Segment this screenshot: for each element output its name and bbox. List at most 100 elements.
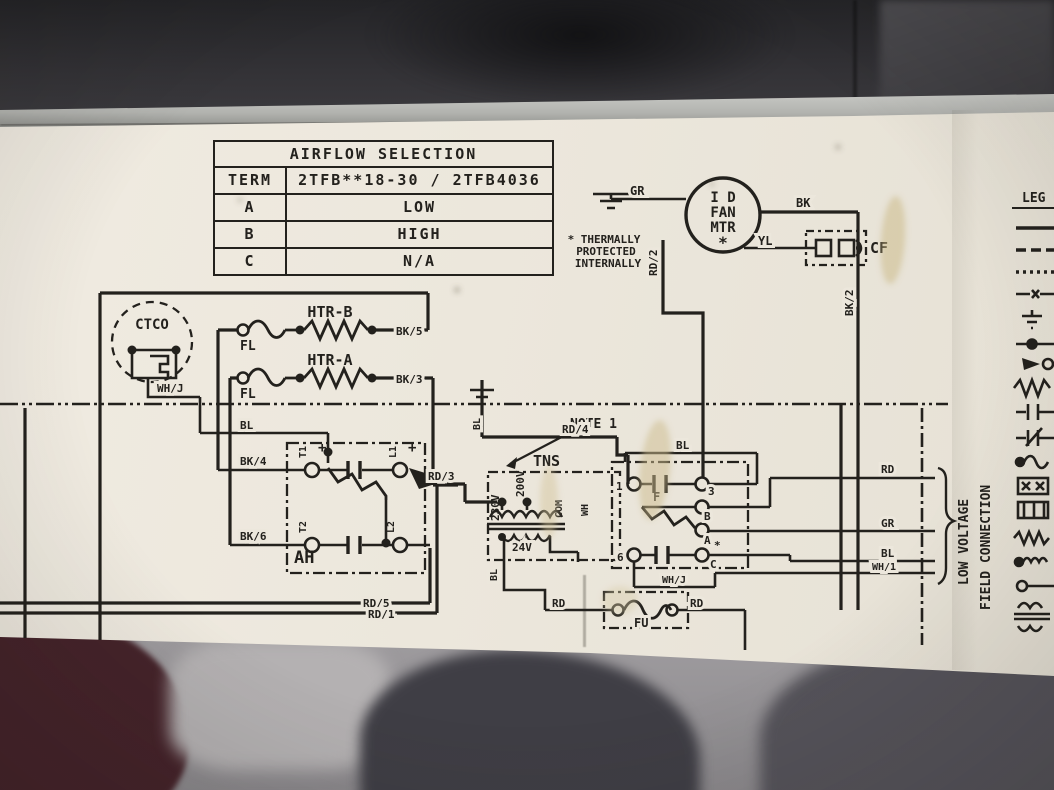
contactor-coil — [326, 467, 388, 500]
t2-label: T2 — [298, 521, 309, 533]
thermal-note-2: PROTECTED — [576, 245, 636, 258]
relay-star: * — [714, 539, 721, 552]
dash-dot-boundaries — [0, 402, 948, 645]
table-cell-term: TERM — [215, 168, 287, 193]
table-cell-term: B — [215, 222, 287, 247]
power-wires — [0, 210, 862, 640]
id-fan-motor-circle — [684, 176, 762, 254]
wire-label-bl-tns: BL — [472, 418, 483, 430]
wire-label-bl-mid: BL — [676, 439, 690, 452]
table-cell-speed: LOW — [402, 198, 437, 216]
airflow-table-title: AIRFLOW SELECTION — [289, 145, 478, 163]
l2-label: L2 — [386, 521, 397, 533]
wire-label-bk: BK — [796, 196, 811, 210]
concrete-floor — [170, 640, 390, 770]
tns-com: COM — [554, 500, 565, 518]
relay-terminal-b: B — [704, 510, 711, 523]
relay-terminal-3: 3 — [708, 485, 715, 498]
relay-terminal-6: 6 — [617, 551, 624, 564]
wire-label-bk3: BK/3 — [396, 373, 423, 386]
note1-arrow — [509, 429, 576, 465]
wire-label-rd2: RD/2 — [647, 250, 660, 277]
wire-label-rd1: RD/1 — [368, 608, 395, 621]
splice-symbol — [470, 388, 494, 399]
ctco-internals — [130, 348, 178, 380]
htr-a-label: HTR-A — [307, 351, 352, 369]
wire-label-rd-fuse-left: RD — [552, 597, 566, 610]
table-cell-speed: HIGH — [397, 225, 442, 243]
fu-box — [602, 590, 690, 630]
fl-a-label: FL — [240, 387, 256, 402]
field-wire-gr: GR — [881, 517, 895, 530]
wire-label-rd3: RD/3 — [428, 470, 455, 483]
wire-label-rd-fuse-right: RD — [690, 597, 704, 610]
field-connection-line1: LOW VOLTAGE — [957, 499, 972, 585]
l1-label: L1 — [388, 446, 399, 458]
fan-motor-label-3: MTR — [710, 220, 736, 236]
wire-label-rd4: RD/4 — [562, 423, 589, 436]
t1-plus: + — [318, 440, 326, 456]
field-connection-brace — [937, 466, 958, 586]
tns-label: TNS — [533, 452, 560, 470]
l1-plus: + — [408, 440, 416, 456]
thermal-note-3: INTERNALLY — [575, 257, 642, 270]
wire-label-gr: GR — [630, 184, 645, 198]
tns-wh: WH — [580, 504, 591, 516]
wire-label-bl-left: BL — [240, 419, 254, 432]
ctco-label: CTCO — [135, 317, 169, 333]
airflow-selection-table: AIRFLOW SELECTION TERM 2TFB**18-30 / 2TF… — [213, 140, 554, 276]
relay-terminal-a: A — [704, 534, 711, 547]
cabinet-seam — [853, 0, 857, 112]
fl-b-label: FL — [240, 339, 256, 354]
table-cell-model: 2TFB**18-30 / 2TFB4036 — [298, 171, 541, 189]
relay-terminal-1: 1 — [616, 480, 623, 493]
field-wire-bl: BL — [881, 547, 895, 560]
label-fold-shading — [952, 110, 978, 670]
fan-motor-label-2: FAN — [710, 205, 735, 221]
cf-capacitor — [814, 238, 863, 258]
table-row: TERM 2TFB**18-30 / 2TFB4036 — [215, 166, 552, 193]
fan-motor-label-1: I D — [710, 190, 735, 206]
tns-200v: 200V — [514, 470, 527, 497]
field-wire-rd: RD — [881, 463, 895, 476]
cf-box — [804, 229, 868, 267]
wire-label-bk6: BK/6 — [240, 530, 267, 543]
ah-contactor-label: AH — [294, 548, 314, 568]
table-cell-speed: N/A — [402, 252, 437, 270]
tns-box — [486, 470, 622, 562]
fan-motor-thermal-star: * — [718, 233, 728, 252]
table-row: C N/A — [215, 247, 552, 274]
ctco-outline — [110, 300, 194, 384]
table-row: B HIGH — [215, 220, 552, 247]
circuit-wires — [146, 192, 935, 650]
field-wire-wh1: WH/1 — [872, 562, 896, 573]
t1-label: T1 — [298, 446, 309, 458]
wire-label-bk5: BK/5 — [396, 325, 423, 338]
table-row: A LOW — [215, 193, 552, 220]
legend-title-partial: LEG — [1022, 191, 1046, 206]
htr-b-label: HTR-B — [307, 303, 352, 321]
thermal-note-1: * THERMALLY — [568, 233, 641, 246]
ground-symbol — [593, 192, 629, 210]
wire-labels: GR BK YL CF RD/2 BK/2 I D FAN MTR * * TH… — [135, 181, 1046, 633]
wire-label-whj-right: WH/J — [662, 575, 686, 586]
stains — [238, 144, 906, 614]
wire-label-whj-left: WH/J — [157, 382, 184, 395]
table-cell-term: C — [215, 249, 287, 274]
junction-dots — [127, 325, 532, 548]
wire-label-bk2: BK/2 — [843, 290, 856, 317]
tns-230v: 230V — [489, 494, 502, 521]
note1-label: NOTE 1 — [570, 417, 617, 432]
component-outlines — [110, 229, 868, 630]
wire-label-yl: YL — [758, 234, 772, 248]
wire-label-bl-low: BL — [489, 569, 500, 581]
field-connection-line2: FIELD CONNECTION — [979, 485, 994, 610]
fu-fuse-label: FU — [634, 616, 648, 630]
legend-symbols — [1012, 207, 1054, 633]
wire-label-bk4: BK/4 — [240, 455, 267, 468]
relay-terminal-c: C — [710, 558, 717, 571]
l1-wedge — [409, 468, 448, 489]
